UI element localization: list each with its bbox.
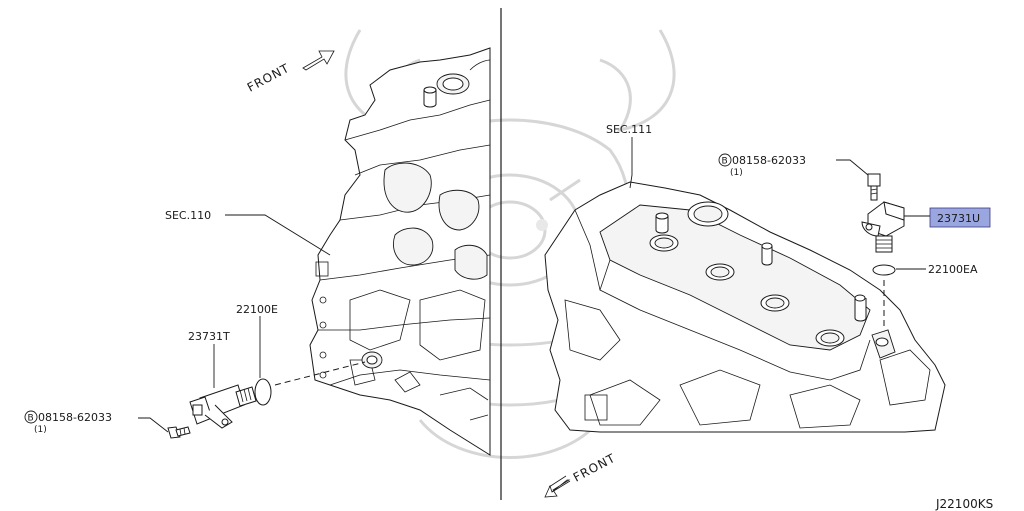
front-label-left: FRONT [245, 61, 292, 95]
bolt-number-right: 08158-62033 [732, 154, 806, 167]
bolt-left [167, 426, 191, 439]
left-panel: FRONT [24, 47, 491, 456]
bolt-callout-left: B 08158-62033 (1) [24, 410, 169, 435]
bolt-right [867, 173, 881, 201]
oring-part-label-left: 22100E [236, 303, 278, 316]
bolt-qty-left: (1) [34, 425, 47, 435]
bolt-callout-right: B 08158-62033 (1) [718, 153, 869, 178]
front-label-right: FRONT [571, 451, 618, 485]
section-label-right: SEC.111 [606, 123, 652, 136]
cam-sensor-right [861, 201, 905, 253]
bolt-letter-right: B [722, 157, 728, 167]
section-label-left: SEC.110 [165, 209, 211, 222]
engine-block-left [309, 47, 491, 456]
oring-left [254, 378, 272, 406]
sensor-part-callout-right[interactable]: 23731U [929, 207, 991, 228]
bolt-letter-left: B [28, 414, 34, 424]
right-panel: SEC.111 B 08158-62033 (1) 23 [544, 123, 991, 498]
coil-wells [649, 201, 845, 347]
bolt-number-left: 08158-62033 [38, 411, 112, 424]
oring-part-label-right: 22100EA [928, 263, 978, 276]
oring-right [872, 264, 896, 276]
alignment-line-left [274, 361, 366, 386]
bolt-qty-right: (1) [730, 168, 743, 178]
sensor-part-label-right[interactable]: 23731U [937, 212, 980, 225]
engine-head-right [544, 181, 946, 433]
cam-sensor-left [189, 384, 257, 429]
front-arrow-right: FRONT [544, 451, 618, 498]
sensor-part-label-left: 23731T [188, 330, 230, 343]
front-arrow-left: FRONT [245, 50, 335, 95]
diagram-code: J22100KS [935, 497, 993, 511]
sensor-part-highlight [929, 207, 991, 228]
